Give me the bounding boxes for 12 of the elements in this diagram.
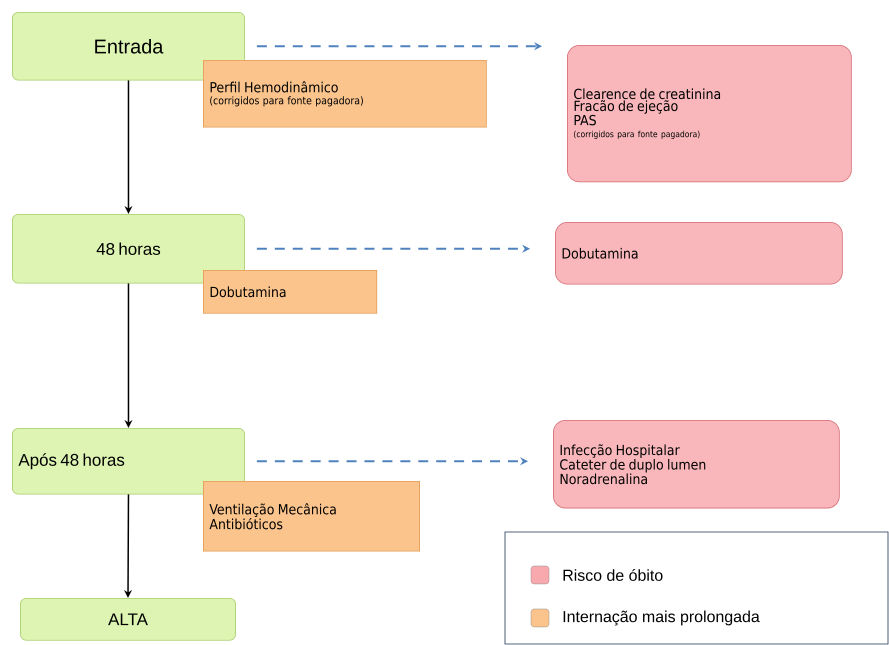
finding-box: Ventilação Mecânica Antibióticos	[203, 480, 420, 552]
stage-box: Após 48 horas	[12, 428, 245, 495]
legend-label: Risco de óbito	[564, 569, 662, 581]
stage-box: Entrada	[12, 12, 245, 81]
finding-box: Dobutamina	[203, 270, 378, 314]
stage-box: 48 horas	[12, 214, 245, 284]
legend-label: Internação mais prolongada	[564, 610, 760, 626]
risk-box: Dobutamina	[555, 222, 843, 285]
finding-box: Perfil Hemodinâmico (corrigidos para fonte pagadora)	[203, 60, 487, 128]
risk-box: Infecção Hospitalar Cateter de duplo lumen Noradrenalina	[553, 420, 840, 508]
stage-box: ALTA	[20, 598, 236, 641]
risk-box: Clearence de creatinina Fracão de ejeção PAS (corrigidos para fonte pagadora)	[567, 44, 852, 182]
